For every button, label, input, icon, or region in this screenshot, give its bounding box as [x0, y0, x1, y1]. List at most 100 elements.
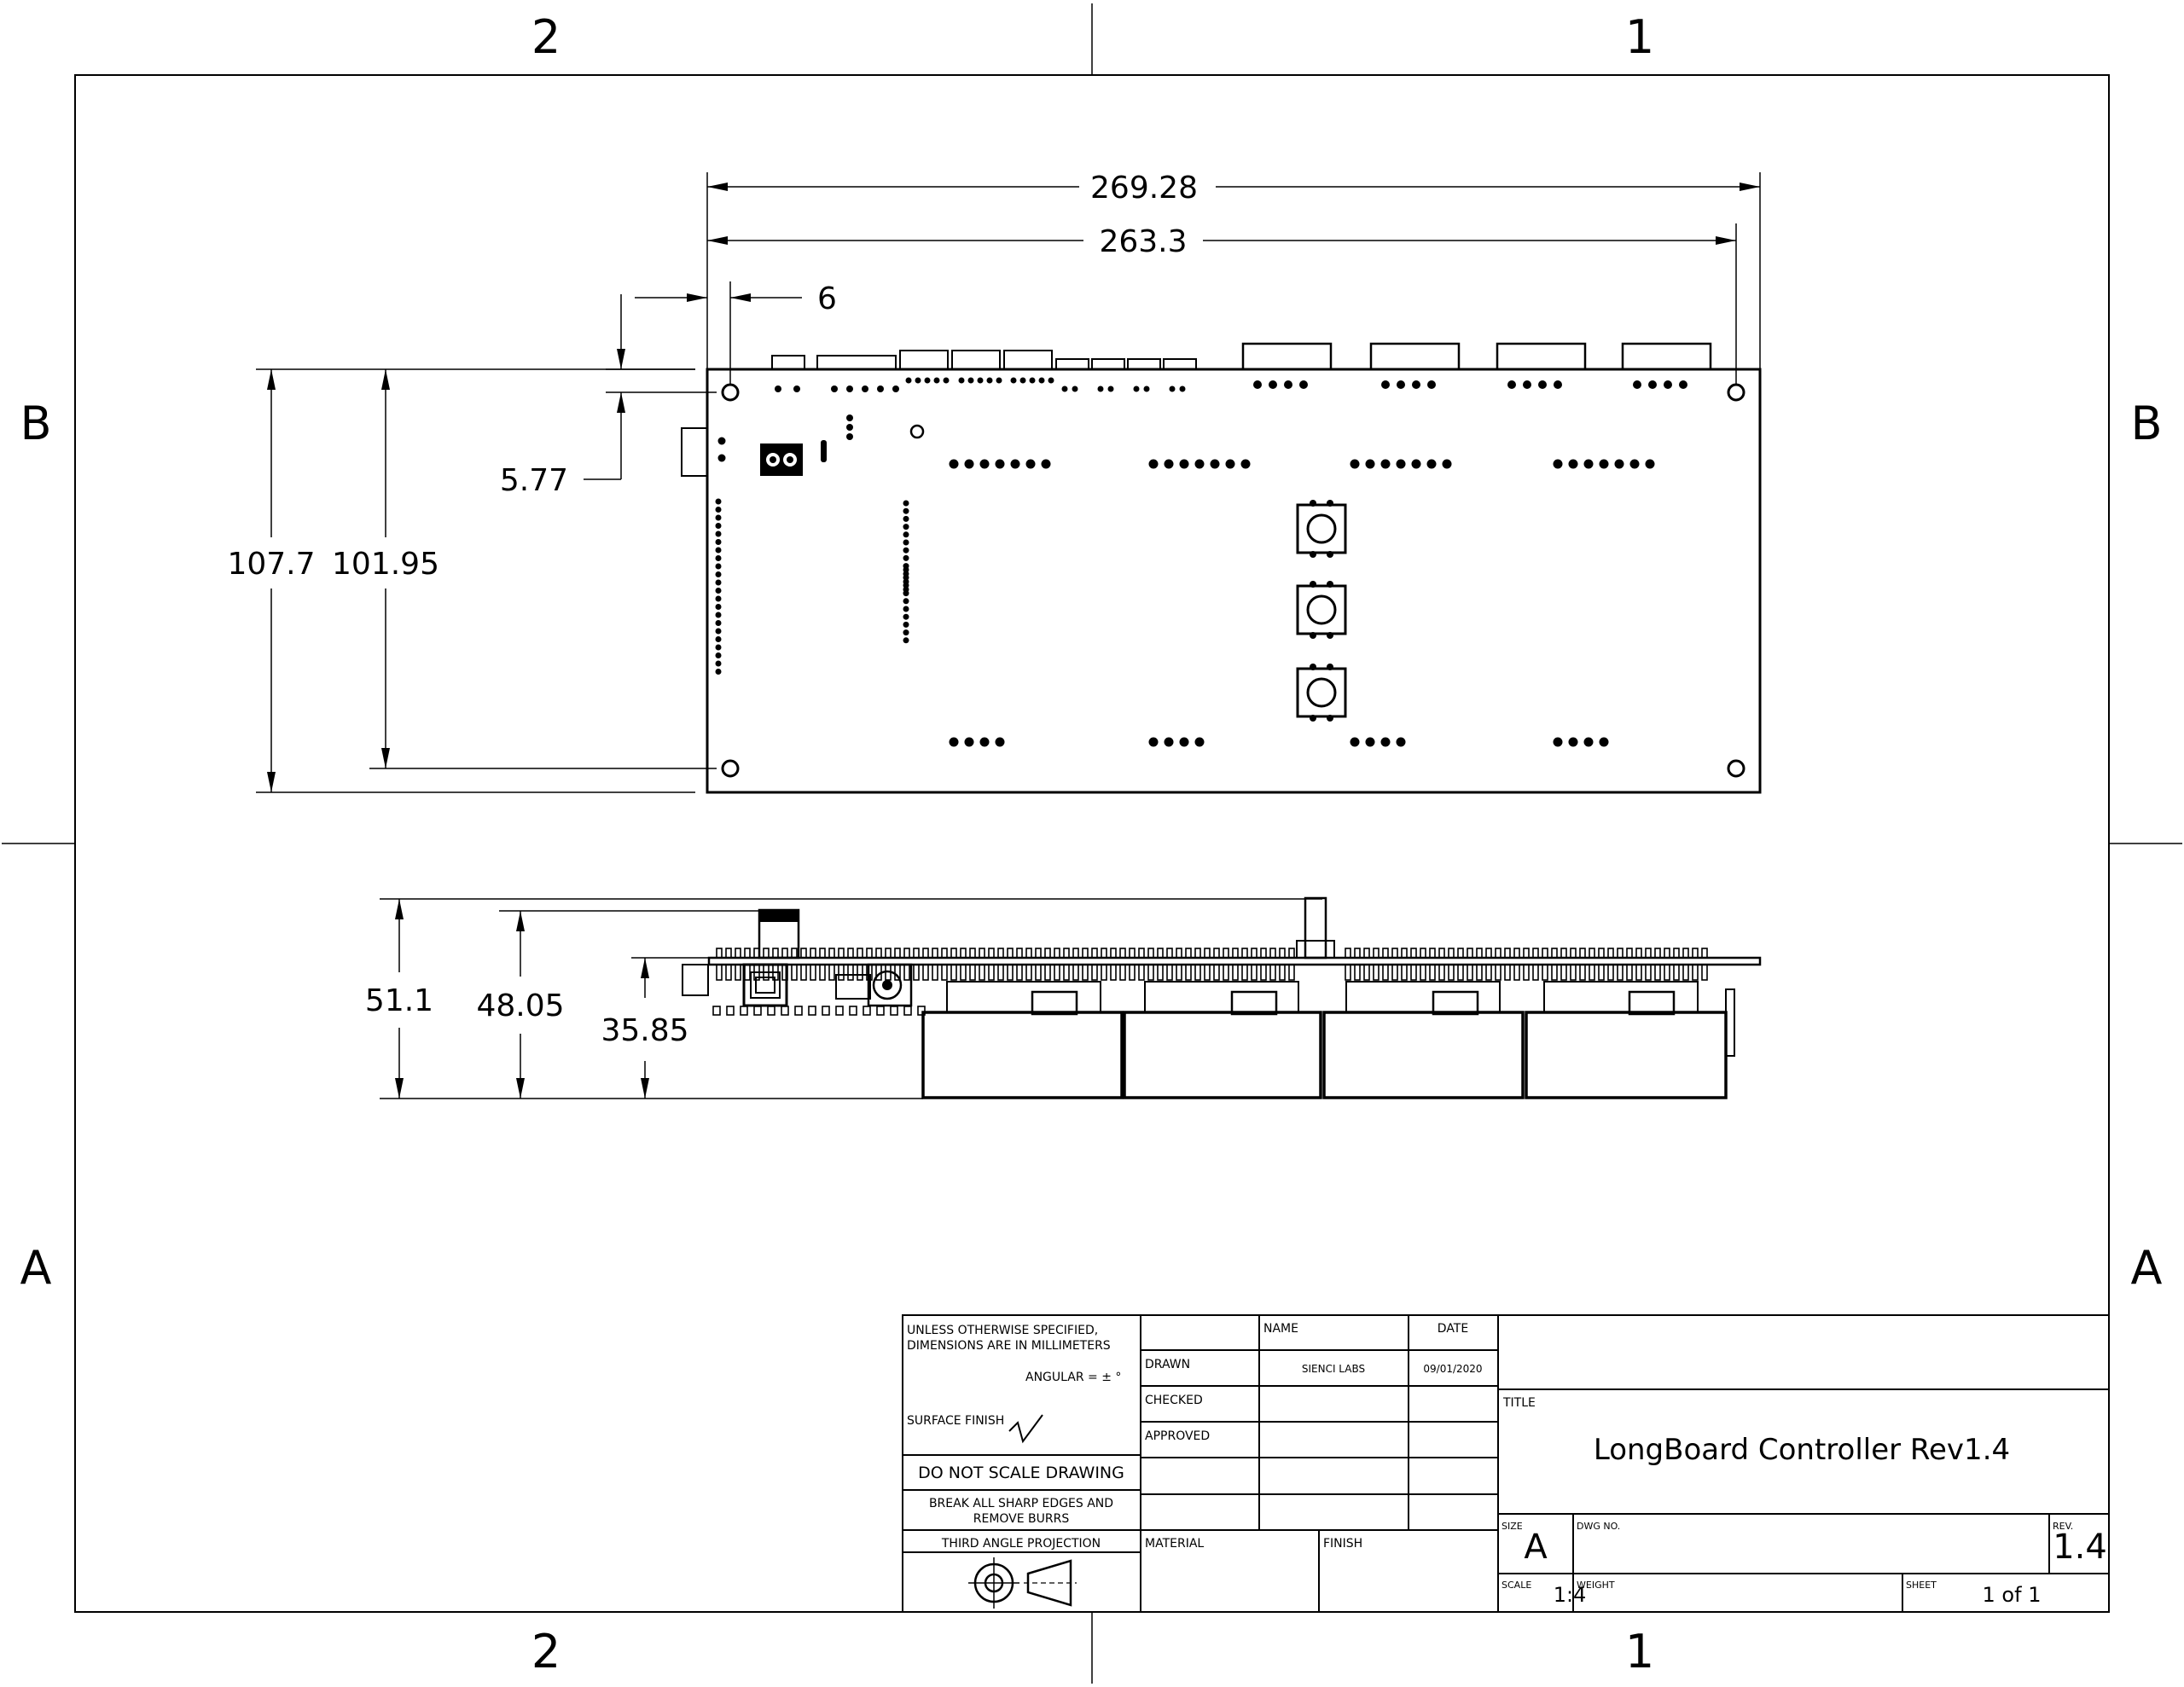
solder-pad [1427, 380, 1436, 389]
stepper-driver [1525, 981, 1728, 1099]
terminal-block [760, 443, 803, 476]
header-pin [763, 964, 770, 981]
stepper-driver [1322, 981, 1525, 1099]
solder-pad [903, 515, 909, 522]
header-pin [903, 948, 910, 959]
header-pin [932, 964, 938, 981]
header-pin [1147, 964, 1154, 981]
header-pin [1147, 948, 1154, 959]
solder-pad [1143, 386, 1150, 392]
dim-side-height-3: 35.85 [601, 1013, 688, 1048]
zone-right-lower: A [2131, 1241, 2163, 1295]
solder-pad [715, 579, 722, 586]
header-pin [1420, 964, 1426, 981]
drawing-frame [2, 3, 2182, 1684]
solder-pad [1072, 386, 1078, 392]
solder-pad [1442, 459, 1452, 469]
header-pin [725, 964, 732, 981]
rev-label: REV. [2053, 1521, 2073, 1532]
surface-finish-label: SURFACE FINISH [907, 1414, 1004, 1428]
header-pin [1288, 948, 1295, 959]
header-pin [1692, 964, 1699, 981]
solder-pad [1179, 459, 1189, 469]
header-pin [1176, 948, 1182, 959]
sheet-label: SHEET [1906, 1580, 1937, 1591]
solder-pad [793, 386, 800, 392]
header-pin [1373, 964, 1380, 981]
solder-pad [1583, 459, 1594, 469]
header-pin [922, 948, 929, 959]
solder-pad [1350, 459, 1360, 469]
header-pin [1692, 948, 1699, 959]
solder-pad [903, 507, 909, 514]
header-pin [1654, 964, 1661, 981]
header-pin [1448, 948, 1455, 959]
mounting-hole [721, 759, 740, 778]
solder-pad [775, 386, 781, 392]
header-pin [1007, 964, 1014, 981]
header-pin [1166, 964, 1173, 981]
header-pin [1626, 948, 1633, 959]
header-pin [1119, 948, 1126, 959]
header-pin [1072, 948, 1079, 959]
solder-pad [1553, 459, 1563, 469]
solder-pad [1019, 377, 1026, 384]
solder-pad [715, 547, 722, 554]
header-pin [810, 964, 816, 981]
header-pin [1345, 964, 1351, 981]
header-pin [1119, 964, 1126, 981]
header-pin [941, 964, 948, 981]
solder-pad [1061, 386, 1068, 392]
solder-pad [1633, 380, 1641, 389]
solder-pad [715, 620, 722, 626]
header-pin [1589, 948, 1595, 959]
solder-pad [1179, 386, 1186, 392]
tolerance-note-line-2: DIMENSIONS ARE IN MILLIMETERS [907, 1339, 1111, 1353]
stepper-driver [1123, 981, 1322, 1099]
header-pin [1664, 948, 1670, 959]
header-pin [849, 1006, 857, 1016]
solder-pad [903, 500, 909, 507]
header-pin [1129, 964, 1136, 981]
solder-pad [903, 566, 909, 573]
header-pin [735, 948, 741, 959]
header-pin [1016, 948, 1023, 959]
solder-pad [715, 498, 722, 505]
header-pin [1251, 948, 1258, 959]
header-pin [1185, 964, 1192, 981]
header-pin [740, 1006, 748, 1016]
solder-pad [1038, 377, 1045, 384]
solder-pad [903, 606, 909, 612]
solder-pad [1107, 386, 1114, 392]
row-approved-label: APPROVED [1145, 1429, 1210, 1443]
solder-pad [903, 613, 909, 620]
mounting-holes [721, 383, 1745, 778]
solder-pad [1365, 737, 1375, 747]
header-pin [903, 1006, 912, 1016]
header-pin [960, 948, 967, 959]
solder-pad [715, 612, 722, 618]
header-pin [950, 964, 957, 981]
header-pin [763, 948, 770, 959]
solder-pad [717, 454, 726, 462]
solder-pad [1210, 459, 1220, 469]
header-pin [1213, 964, 1220, 981]
push-button [1296, 581, 1347, 639]
header-pin [1513, 948, 1520, 959]
header-pin [1279, 948, 1286, 959]
header-pin [1232, 964, 1239, 981]
header-pin [863, 1006, 871, 1016]
solder-pad [905, 377, 912, 384]
solder-pad [964, 737, 974, 747]
header-pin [753, 948, 760, 959]
header-pin [885, 964, 892, 981]
header-pin [1007, 948, 1014, 959]
header-pin [791, 948, 798, 959]
tolerance-note-line-1: UNLESS OTHERWISE SPECIFIED, [907, 1324, 1098, 1337]
solder-pad [846, 433, 853, 440]
push-button [1296, 500, 1347, 558]
solder-pad [1648, 380, 1657, 389]
header-pin [1354, 964, 1361, 981]
header-pin [988, 948, 995, 959]
solder-pad [1010, 377, 1017, 384]
